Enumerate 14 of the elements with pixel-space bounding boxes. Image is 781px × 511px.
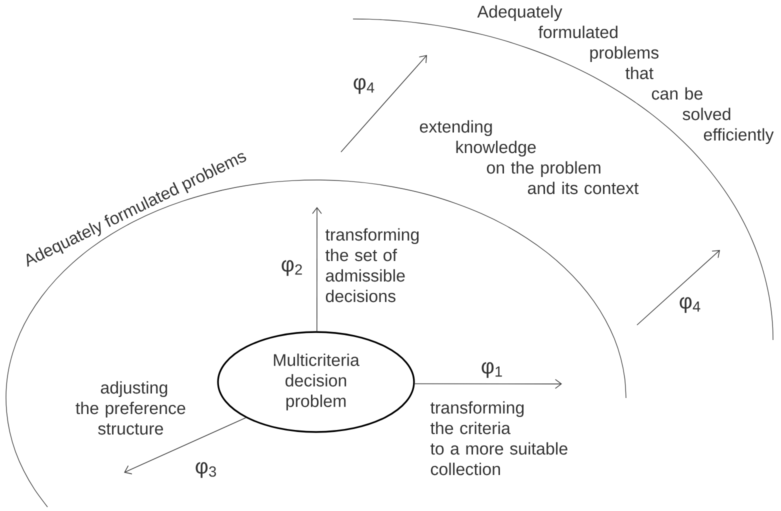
annotation-text: transforming the criteria to a more suitable collection <box>430 401 568 476</box>
arrow <box>340 55 427 152</box>
edge-label: φ$_{4}$ <box>680 297 700 313</box>
edge-label: φ$_{2}$ <box>282 260 302 276</box>
edge-label: φ$_{1}$ <box>482 362 502 378</box>
arrow <box>312 207 322 332</box>
arrow <box>124 417 246 474</box>
arrow <box>636 250 720 326</box>
annotation-text: adjusting the preference structure <box>76 381 186 435</box>
arrow <box>414 379 562 389</box>
edge-label: φ$_{3}$ <box>196 462 216 478</box>
annotation-text: transforming the set of admissible decisions <box>325 228 419 302</box>
annotation-text: extending knowledge on the problem and its context <box>420 120 639 194</box>
edge-label: φ$_{4}$ <box>354 78 374 94</box>
